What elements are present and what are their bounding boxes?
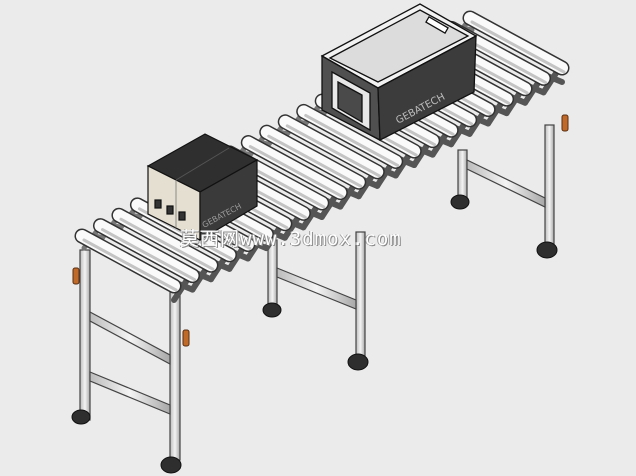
support-legs [79,124,555,461]
roller [296,103,404,169]
cardboard-box: GEBATECH [146,133,259,242]
roller [259,124,367,190]
roller [111,207,219,273]
plastic-crate: GEBATECH [320,3,478,142]
roller [74,228,182,294]
roller [240,135,348,201]
roller [462,10,570,76]
roller [92,218,200,284]
roller [277,114,385,180]
caster-wheels [71,194,558,474]
locking-handles [72,114,569,347]
